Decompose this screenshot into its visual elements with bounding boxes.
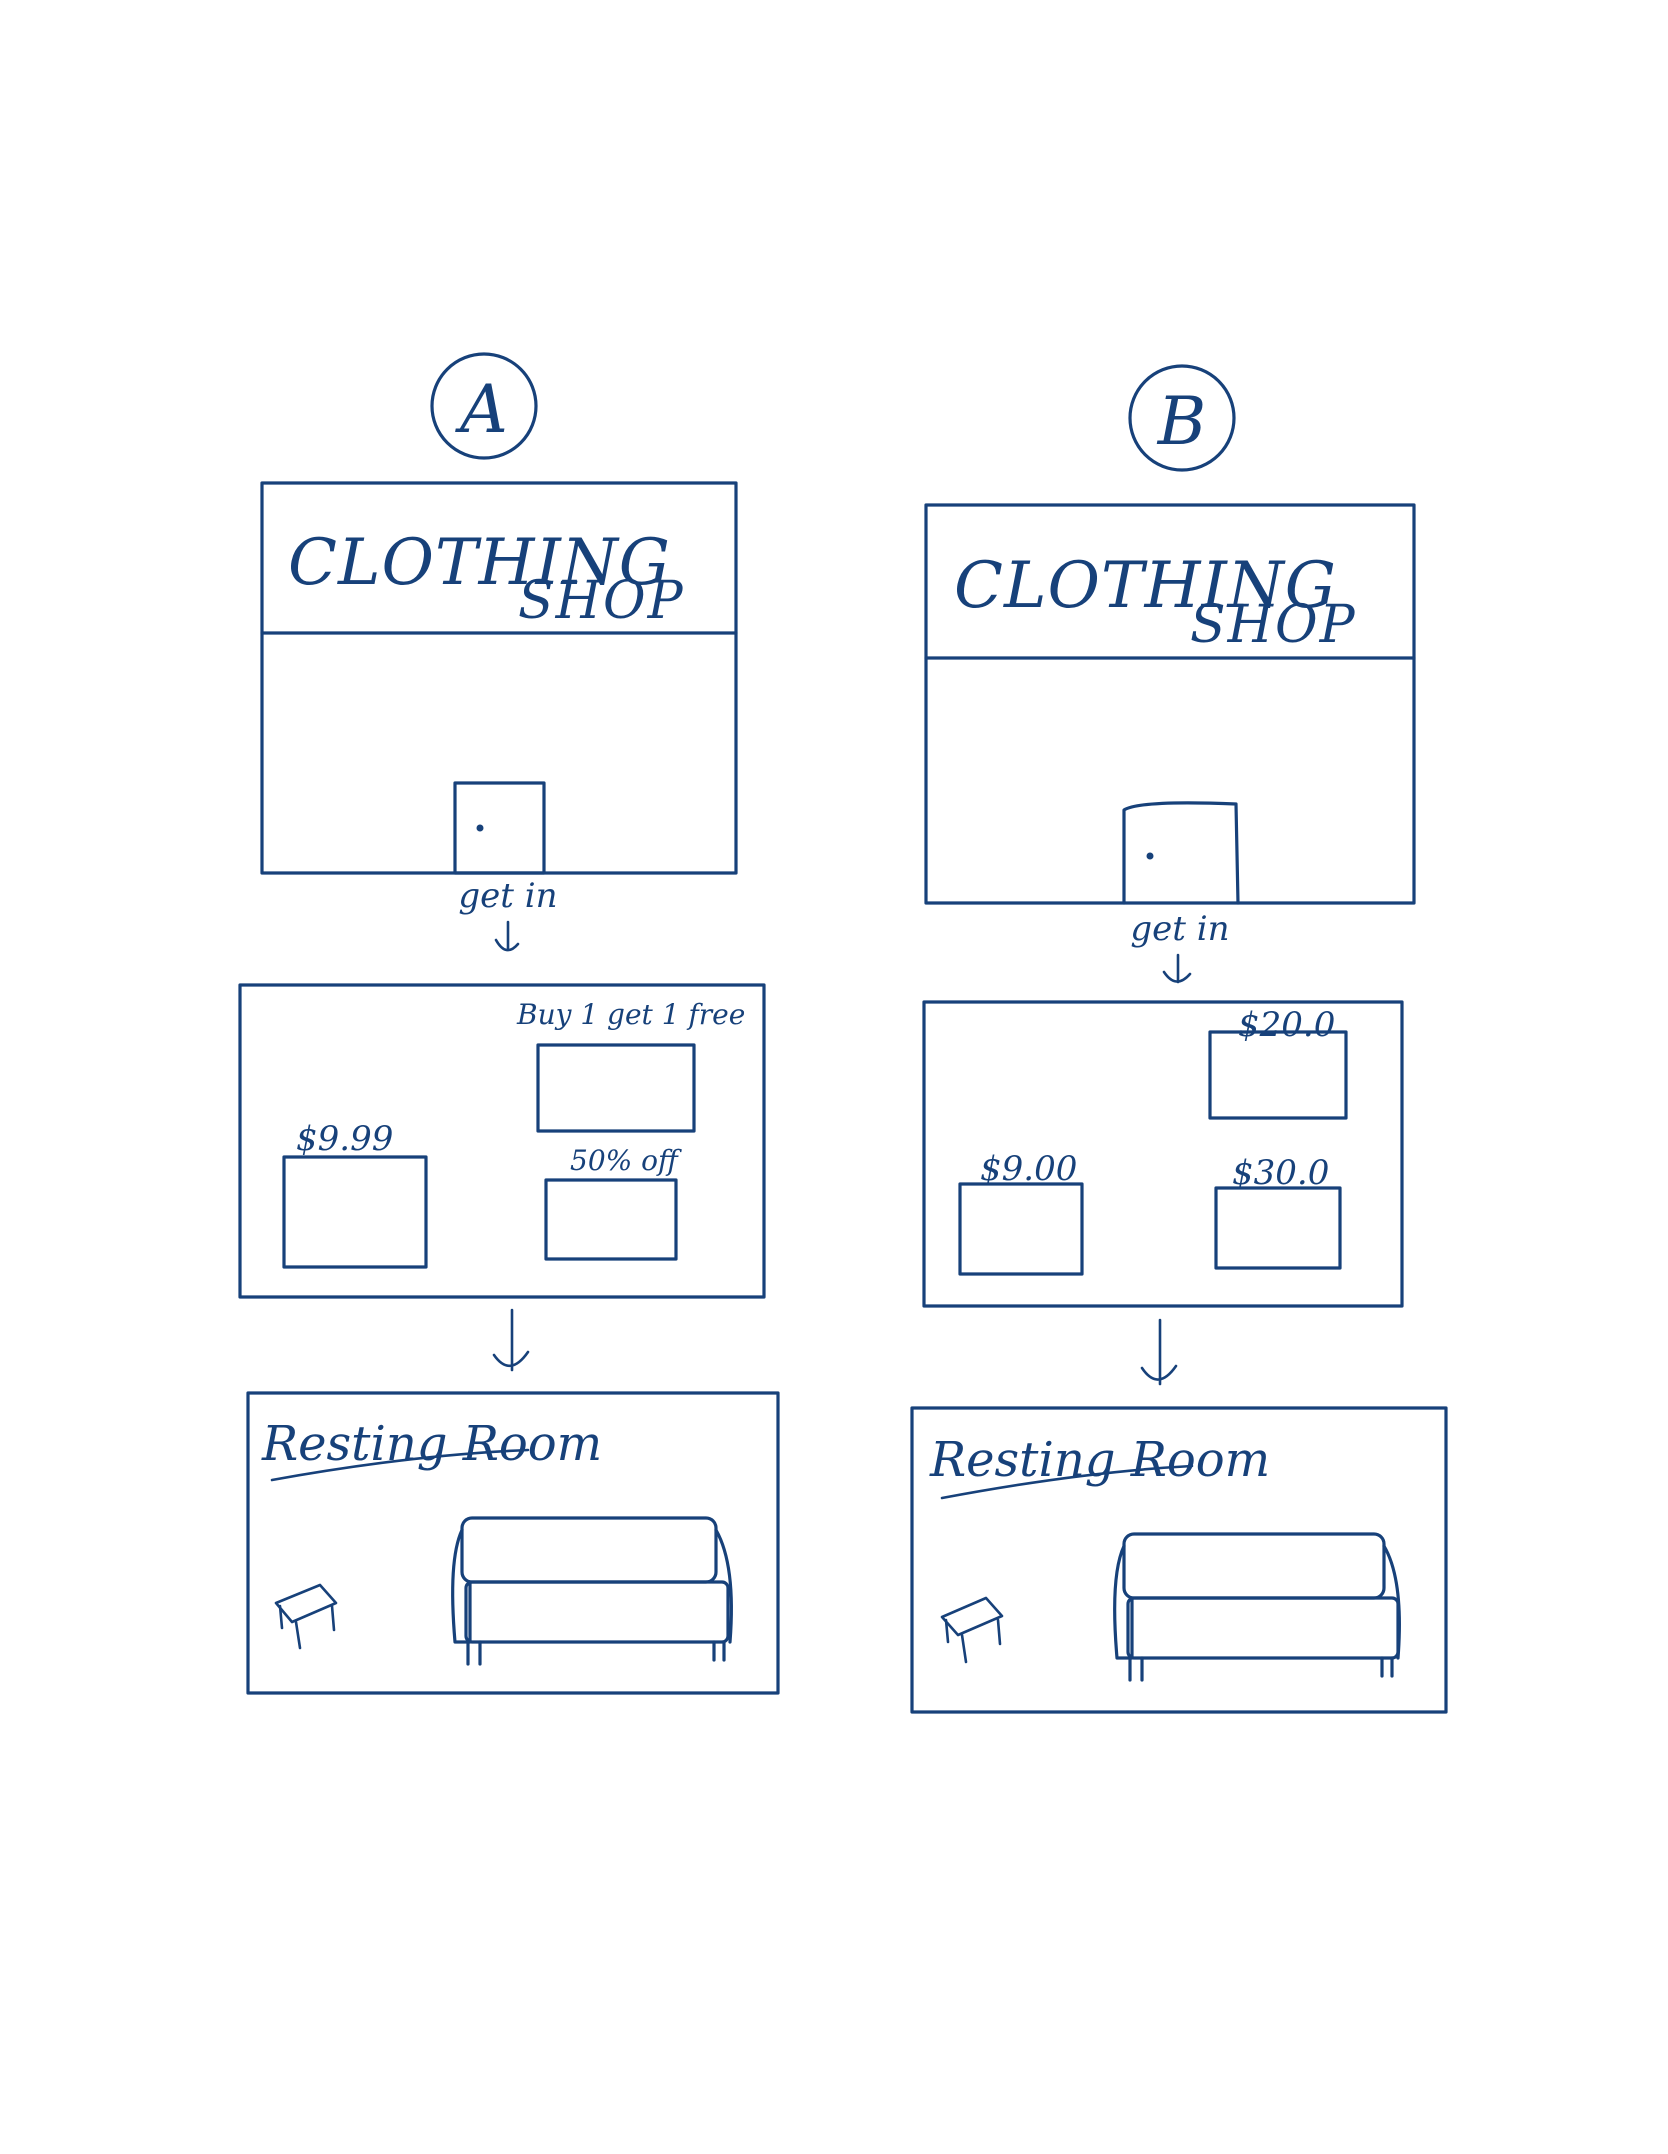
option-a-transition-label: get in xyxy=(458,876,557,916)
option-a-tag-3: 50% off xyxy=(570,1144,682,1177)
option-a-room-underline xyxy=(270,1448,530,1482)
option-a-column: A CLOTHING SHOP get in Buy 1 get 1 free … xyxy=(238,352,780,1695)
option-b-column: B CLOTHING SHOP get in $20.0 $9.00 $30.0 xyxy=(910,364,1448,1714)
option-b-door xyxy=(1122,801,1240,905)
option-a-room-label: Resting Room xyxy=(261,1416,602,1472)
option-a-room-panel: Resting Room xyxy=(246,1391,780,1695)
option-a-arrow-1 xyxy=(494,920,520,952)
option-b-sign-line2: SHOP xyxy=(1190,595,1357,655)
option-b-rack-2 xyxy=(958,1182,1084,1276)
option-b-tag-1: $20.0 xyxy=(1238,1005,1335,1045)
option-b-sofa xyxy=(1113,1532,1401,1682)
option-b-label-circle xyxy=(1128,364,1236,472)
option-b-storefront-panel: CLOTHING SHOP xyxy=(924,503,1416,905)
option-a-tag-2: $9.99 xyxy=(296,1119,393,1159)
option-b-tag-2: $9.00 xyxy=(980,1149,1077,1189)
option-a-label: A xyxy=(454,371,508,448)
option-b-label: B xyxy=(1157,383,1207,460)
option-a-sofa xyxy=(451,1516,733,1666)
option-a-tag-1: Buy 1 get 1 free xyxy=(516,998,745,1031)
option-a-rack-3 xyxy=(544,1178,678,1261)
option-b-rack-1 xyxy=(1208,1030,1348,1120)
option-a-door xyxy=(453,781,546,875)
option-a-door-knob xyxy=(476,824,484,832)
option-b-tag-3: $30.0 xyxy=(1232,1153,1329,1193)
option-a-interior-panel: Buy 1 get 1 free $9.99 50% off xyxy=(238,983,766,1299)
option-b-arrow-2 xyxy=(1140,1318,1178,1386)
option-b-side-table xyxy=(940,1596,1004,1664)
option-a-side-table xyxy=(274,1583,338,1650)
option-a-rack-1 xyxy=(536,1043,696,1133)
option-a-sign-line2: SHOP xyxy=(518,571,685,631)
option-b-room-panel: Resting Room xyxy=(910,1406,1448,1714)
option-b-sign-line1: CLOTHING xyxy=(954,549,1337,623)
option-b-transition-label: get in xyxy=(1130,909,1229,949)
option-a-arrow-2 xyxy=(492,1308,530,1372)
option-b-room-label: Resting Room xyxy=(929,1432,1270,1488)
option-a-label-circle xyxy=(430,352,538,460)
option-a-sign-line1: CLOTHING xyxy=(288,526,671,600)
option-b-rack-3 xyxy=(1214,1186,1342,1270)
option-b-door-knob xyxy=(1146,852,1154,860)
option-b-interior-panel: $20.0 $9.00 $30.0 xyxy=(922,1000,1404,1308)
option-b-arrow-1 xyxy=(1162,953,1192,984)
option-b-room-underline xyxy=(940,1464,1194,1500)
option-a-rack-2 xyxy=(282,1155,428,1269)
option-a-storefront-panel: CLOTHING SHOP xyxy=(260,481,738,875)
